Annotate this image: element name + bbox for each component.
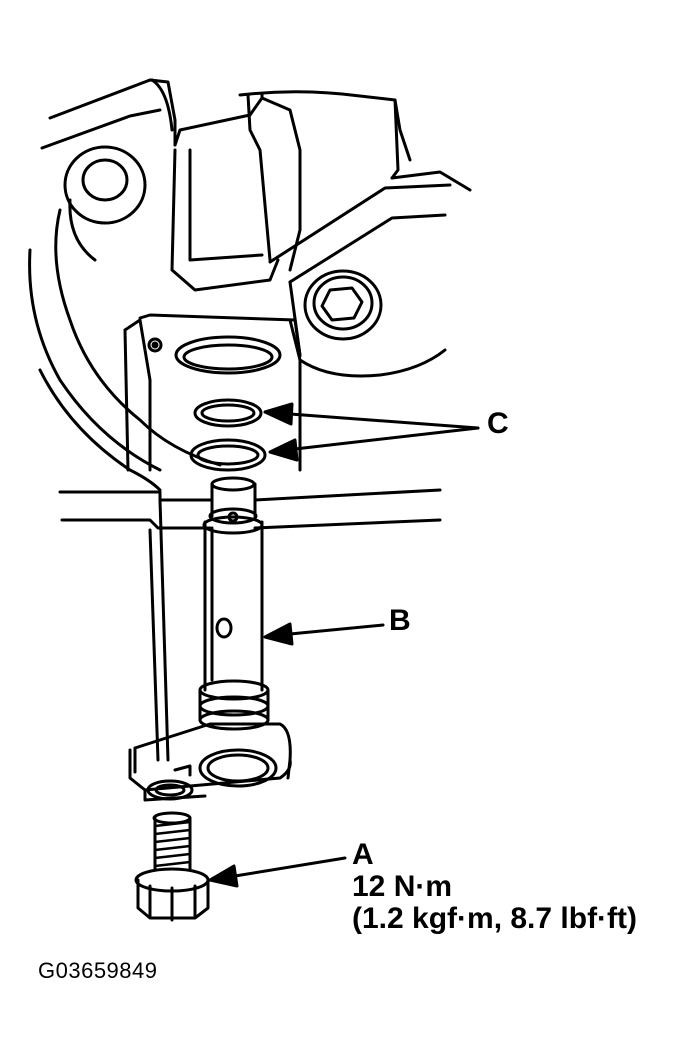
shaft-bracket bbox=[128, 722, 292, 802]
callout-a-label: A bbox=[352, 838, 374, 871]
o-rings bbox=[189, 398, 267, 472]
o-ring-lower bbox=[189, 438, 267, 472]
torque-spec-nm: 12 N·m bbox=[352, 870, 453, 903]
leader-a bbox=[208, 856, 347, 888]
torque-spec-alternate-units: (1.2 kgf·m, 8.7 lbf·ft) bbox=[352, 902, 638, 935]
callout-c-label: C bbox=[487, 407, 509, 440]
flange-bolt bbox=[134, 811, 210, 922]
figure-id: G03659849 bbox=[38, 958, 158, 983]
shift-shaft bbox=[198, 476, 270, 731]
leader-c-upper bbox=[263, 402, 480, 430]
callout-b-label: B bbox=[389, 604, 411, 637]
o-ring-upper bbox=[193, 398, 263, 428]
transmission-housing bbox=[28, 78, 472, 762]
leader-b bbox=[263, 622, 385, 646]
leader-c-lower bbox=[268, 426, 480, 462]
